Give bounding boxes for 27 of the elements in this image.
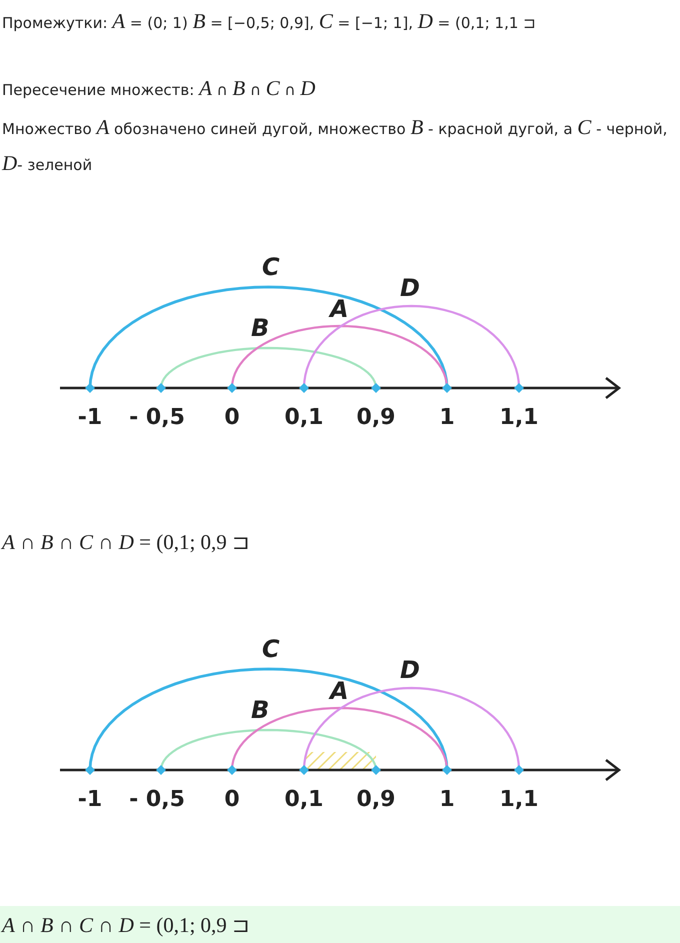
tick-label: 0 — [224, 405, 240, 431]
arc-label: C — [262, 254, 280, 280]
arc-label: D — [400, 657, 420, 683]
arc-label: B — [251, 697, 270, 723]
tick-label: 0,9 — [356, 787, 396, 813]
tick-label: - 0,5 — [129, 405, 185, 431]
result-text: A ∩ B ∩ C ∩ D = (0,1; 0,9 ⊐ — [2, 912, 250, 939]
result-text: A ∩ B ∩ C ∩ D = (0,1; 0,9 ⊐ — [2, 529, 250, 556]
arc-label: D — [400, 275, 420, 301]
description-text: Множество A обозначено синей дугой, множество B - красной дугой, а C - черной, D- зеленой — [2, 114, 668, 177]
intersection-text: Пересечение множеств: A ∩ B ∩ C ∩ D — [2, 75, 316, 102]
tick-label: 1,1 — [500, 787, 538, 813]
tick-label: 0,9 — [356, 405, 396, 431]
tick-label: -1 — [78, 405, 102, 431]
intervals-text: Промежутки: A = (0; 1) B = [−0,5; 0,9], C = [−1; 1], D = (0,1; 1,1 ⊐ — [2, 8, 537, 35]
tick-label: 1,1 — [500, 405, 538, 431]
arc-label: A — [330, 678, 349, 704]
tick-label: 0,1 — [284, 405, 324, 431]
tick-label: 0,1 — [284, 787, 324, 813]
arc-label: C — [262, 636, 280, 662]
arc-label: B — [251, 315, 270, 341]
tick-label: -1 — [78, 787, 102, 813]
arc-label: A — [330, 296, 349, 322]
tick-label: 0 — [224, 787, 240, 813]
tick-label: 1 — [439, 787, 455, 813]
tick-label: - 0,5 — [129, 787, 185, 813]
tick-label: 1 — [439, 405, 455, 431]
